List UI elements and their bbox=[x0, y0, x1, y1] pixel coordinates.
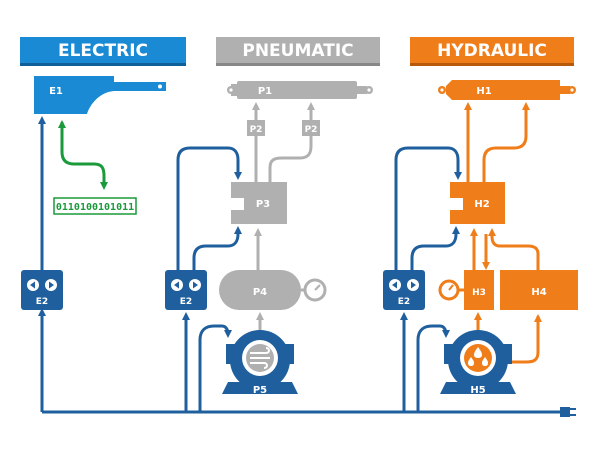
h2-directional-valve: H2 bbox=[450, 182, 505, 224]
h5-hydraulic-pump: H5 bbox=[440, 330, 516, 396]
hydraulic-header-label: HYDRAULIC bbox=[437, 41, 547, 61]
hydraulic-header: HYDRAULIC bbox=[410, 37, 574, 66]
h2-label: H2 bbox=[474, 199, 489, 210]
e2-controller-electric[interactable]: E2 bbox=[21, 270, 63, 310]
h1-hydraulic-cylinder: H1 bbox=[438, 80, 576, 100]
p2-right-label: P2 bbox=[305, 125, 318, 135]
gauge-icon bbox=[303, 278, 327, 302]
h1-label: H1 bbox=[476, 86, 491, 97]
p3-directional-valve: P3 bbox=[231, 182, 287, 224]
p4-label: P4 bbox=[253, 287, 267, 298]
p4-air-tank: P4 bbox=[219, 270, 327, 310]
h3-pressure-valve: H3 bbox=[438, 270, 494, 310]
electric-header: ELECTRIC bbox=[20, 37, 186, 66]
p5-label: P5 bbox=[253, 385, 267, 396]
pneumatic-system: P1 P2 P2 P3 bbox=[165, 81, 373, 412]
h3-label: H3 bbox=[472, 288, 486, 298]
pneumatic-header-label: PNEUMATIC bbox=[242, 41, 353, 61]
hydraulic-system: H1 H2 H3 H4 bbox=[383, 80, 578, 412]
e1-label: E1 bbox=[49, 86, 63, 97]
binary-signal-display: 0110100101011 bbox=[53, 197, 137, 215]
p2-left-label: P2 bbox=[250, 125, 263, 135]
e2-controller-pneumatic[interactable]: E2 bbox=[165, 270, 207, 310]
air-flow-icon bbox=[246, 344, 274, 372]
h5-label: H5 bbox=[470, 385, 485, 396]
p1-label: P1 bbox=[258, 86, 272, 97]
p2-right-valve: P2 bbox=[302, 102, 320, 136]
gauge-icon bbox=[438, 279, 460, 301]
e2-pneumatic-label: E2 bbox=[180, 297, 192, 307]
p2-left-valve: P2 bbox=[247, 102, 265, 136]
e2-controller-hydraulic[interactable]: E2 bbox=[383, 270, 425, 310]
electric-header-label: ELECTRIC bbox=[58, 41, 148, 61]
e2-electric-label: E2 bbox=[36, 297, 48, 307]
binary-text: 0110100101011 bbox=[56, 202, 134, 213]
power-plug-icon bbox=[560, 407, 576, 417]
e1-electric-actuator: E1 bbox=[34, 76, 166, 114]
pneumatic-header: PNEUMATIC bbox=[216, 37, 380, 66]
e2-hydraulic-label: E2 bbox=[398, 297, 410, 307]
h4-reservoir: H4 bbox=[500, 270, 578, 310]
droplets-icon bbox=[464, 344, 492, 372]
power-bus bbox=[42, 407, 576, 417]
p1-pneumatic-cylinder: P1 bbox=[227, 81, 373, 99]
p3-label: P3 bbox=[256, 199, 270, 210]
p5-compressor-motor: P5 bbox=[222, 330, 298, 396]
h4-label: H4 bbox=[531, 287, 546, 298]
electric-system: E1 0110100101011 E2 bbox=[21, 76, 166, 412]
